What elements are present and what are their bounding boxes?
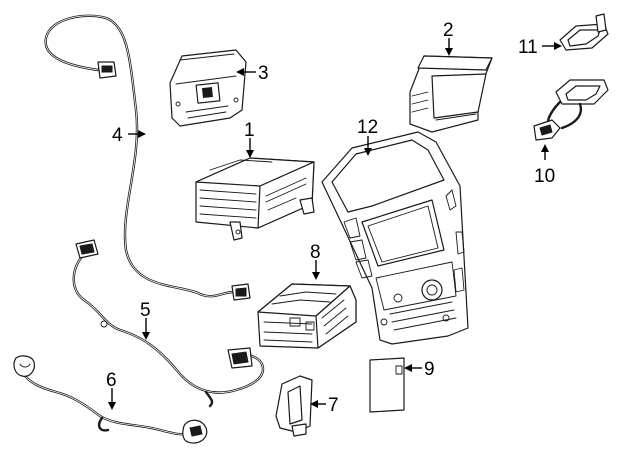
callout-7-arrowhead: [310, 400, 318, 408]
part-3-control-module[interactable]: [169, 49, 247, 127]
callout-labels: 1 2 3 4 5 6 7 8 9 10 11 12: [106, 20, 555, 416]
callout-arrows: [108, 38, 562, 410]
callout-3-arrowhead: [236, 68, 244, 76]
callout-12-label: 12: [357, 117, 378, 138]
callout-7-label: 7: [328, 395, 339, 416]
callout-10-arrowhead: [541, 144, 549, 152]
callout-6-label: 6: [106, 370, 117, 391]
callout-5-arrowhead: [142, 332, 150, 340]
callout-6-arrowhead: [108, 402, 116, 410]
callout-3-label: 3: [258, 63, 269, 84]
callout-11-arrowhead: [554, 42, 562, 50]
callout-2-arrowhead: [445, 48, 453, 56]
part-5-wiring-harness[interactable]: [72, 239, 265, 408]
part-4-antenna-cable[interactable]: [44, 14, 251, 301]
callout-8-label: 8: [310, 242, 321, 263]
part-11-bracket[interactable]: [559, 13, 609, 51]
part-12-faceplate[interactable]: [321, 131, 469, 345]
callout-11-label: 11: [518, 37, 538, 58]
callout-2-label: 2: [443, 20, 454, 41]
callout-4-label: 4: [112, 125, 123, 146]
part-2-display-screen[interactable]: [409, 55, 493, 133]
part-9-plate[interactable]: [369, 357, 405, 413]
part-6-lower-harness[interactable]: [13, 355, 208, 444]
part-10-usb-module[interactable]: [533, 79, 609, 141]
callout-4-arrowhead: [138, 130, 146, 138]
callout-5-label: 5: [140, 300, 151, 321]
callout-9-label: 9: [424, 359, 435, 380]
part-1-radio-receiver[interactable]: [195, 157, 315, 241]
part-7-bracket[interactable]: [275, 375, 313, 437]
callout-1-label: 1: [244, 120, 255, 141]
callout-10-label: 10: [534, 166, 555, 187]
callout-12-arrowhead: [364, 148, 372, 156]
callout-8-arrowhead: [312, 272, 320, 280]
callout-1-arrowhead: [246, 150, 254, 158]
callout-9-arrowhead: [404, 364, 412, 372]
part-8-module[interactable]: [257, 283, 357, 349]
